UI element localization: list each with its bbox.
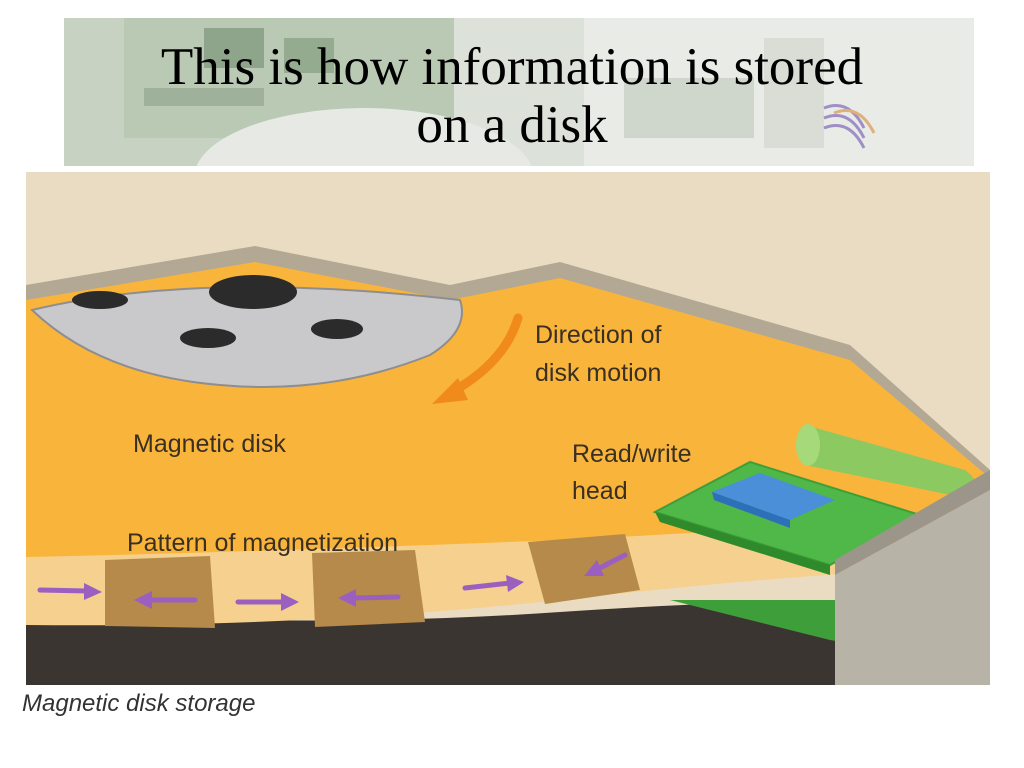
label-head-line-2: head xyxy=(572,477,628,505)
hub-hole xyxy=(311,319,363,339)
hub-hole xyxy=(72,291,128,309)
arm-cylinder xyxy=(798,425,979,500)
disk-rim xyxy=(26,246,990,490)
magnetization-arrow-left xyxy=(584,552,628,576)
magnetization-arrow-right xyxy=(37,583,102,600)
title-line-2: on a disk xyxy=(416,96,608,154)
title-line-1: This is how information is stored xyxy=(160,38,864,96)
magnetization-arrow-right xyxy=(462,575,524,592)
label-direction-line-2: disk motion xyxy=(535,359,661,387)
track-segment xyxy=(105,556,215,628)
label-magnetic-disk: Magnetic disk xyxy=(133,430,286,458)
magnetization-arrow-left xyxy=(338,589,401,607)
disk-motion-arrowhead xyxy=(432,378,468,404)
head-chip xyxy=(712,473,835,520)
head-arm-side xyxy=(655,512,830,575)
magnetization-track-base xyxy=(26,520,900,626)
magnetization-arrow-left xyxy=(134,591,198,609)
label-head-line-1: Read/write xyxy=(572,440,692,468)
label-pattern: Pattern of magnetization xyxy=(127,529,398,557)
hub-hole xyxy=(209,275,297,309)
drive-housing xyxy=(835,490,990,685)
drive-housing-top xyxy=(835,470,990,575)
figure-caption: Magnetic disk storage xyxy=(22,690,256,717)
disk-motion-arrow xyxy=(447,313,523,397)
track-segment xyxy=(312,550,425,627)
head-chip-side xyxy=(712,492,790,528)
hub-hole xyxy=(180,328,236,348)
track-segment xyxy=(528,534,640,604)
arm-cylinder-end xyxy=(796,424,820,466)
magnetization-arrow-right xyxy=(235,593,299,611)
slide-title: This is how information is stored on a d… xyxy=(0,38,1024,154)
label-direction-line-1: Direction of xyxy=(535,321,661,349)
photo-banner xyxy=(64,18,974,166)
